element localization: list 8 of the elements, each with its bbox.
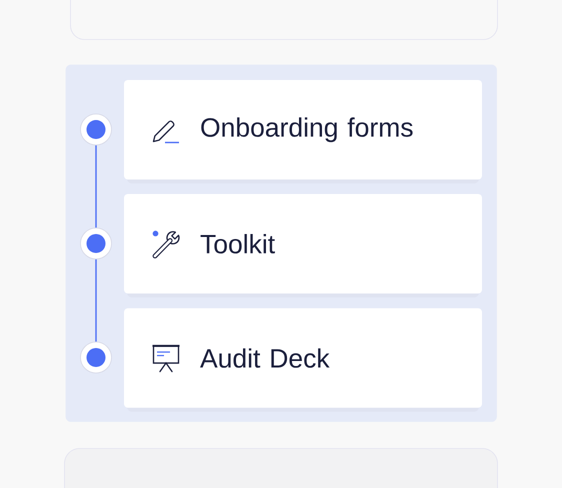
list-card: Audit Deck (124, 308, 482, 412)
timeline-line (95, 259, 97, 342)
timeline-dot (80, 114, 112, 146)
timeline-dot (80, 342, 112, 374)
list-card: Onboarding forms (124, 80, 482, 184)
list-card: Toolkit (124, 194, 482, 298)
timeline-dot (80, 228, 112, 260)
timeline-line (95, 145, 97, 228)
